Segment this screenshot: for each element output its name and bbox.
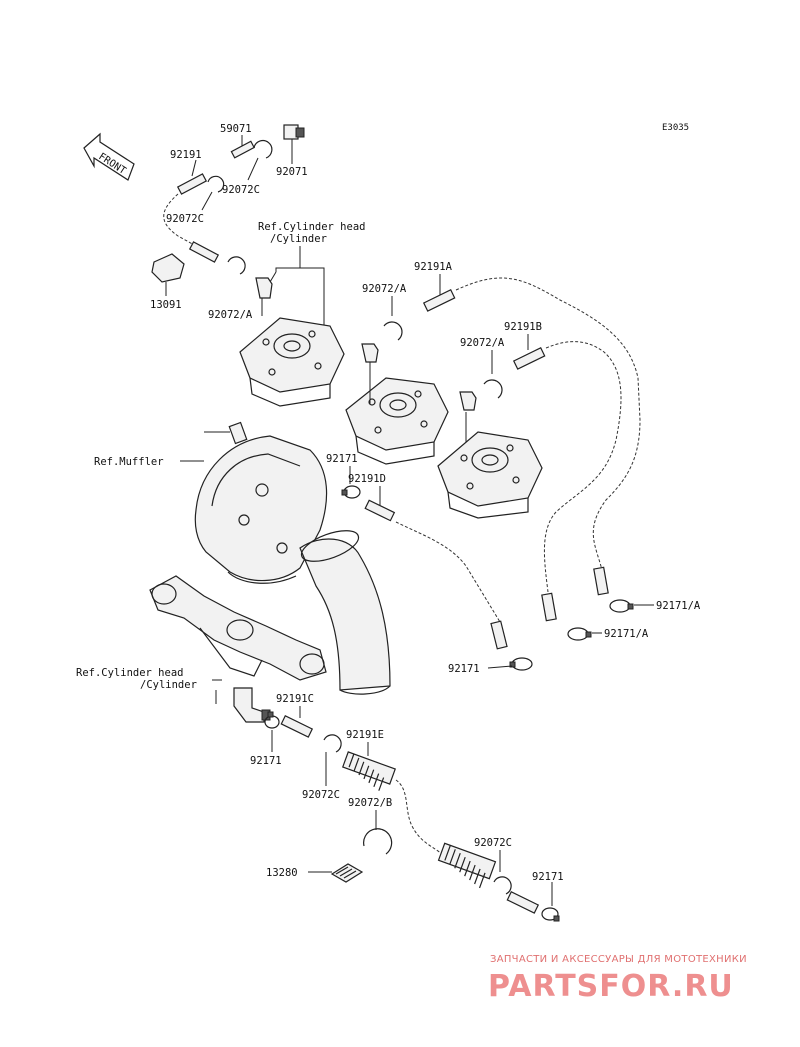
clamp-92171-mid-icon <box>341 485 361 499</box>
clip-92072b-icon <box>363 828 393 855</box>
hose-92191b-icon <box>512 347 546 370</box>
clamp-92171a-1-icon <box>609 599 634 613</box>
clip-92072a-3-icon <box>483 379 503 399</box>
clamp-92171-hose-icon <box>509 657 533 671</box>
bolt-59071-icon <box>230 135 255 159</box>
hose-92191e-icon <box>342 751 396 791</box>
hose-92191-top-icon <box>176 159 208 195</box>
clip-92072c-icon <box>247 140 273 181</box>
front-label: FRONT <box>96 151 127 177</box>
watermark-subtitle: ЗАПЧАСТИ И АКСЕССУАРЫ ДЛЯ МОТОТЕХНИКИ <box>490 954 747 965</box>
part-label-92171a-2: 92171/A <box>604 628 649 640</box>
ref-cyl-head-top-line1: Ref.Cylinder head <box>258 221 365 233</box>
cylinder-head-2-icon <box>345 362 449 465</box>
clip-ring-icon <box>227 256 246 275</box>
part-label-92072a-3: 92072/A <box>460 337 505 349</box>
part-label-92072c-d: 92072C <box>474 837 512 849</box>
clamp-92171-bottom-icon <box>264 711 280 729</box>
hose-small-end-icon <box>506 891 540 914</box>
elbow-fitting-icon <box>233 687 271 723</box>
part-label-92191a: 92191A <box>414 261 453 273</box>
part-label-92171a-1: 92171/A <box>656 600 701 612</box>
hose-end-a-icon <box>593 566 609 596</box>
part-label-92191c: 92191C <box>276 693 314 705</box>
clip-small-icon <box>201 175 225 211</box>
clip-92072c-d-icon <box>493 876 512 895</box>
fitting-92072a-1-icon <box>255 277 273 316</box>
cylinder-head-3-icon <box>437 431 543 519</box>
part-label-92191-top: 92191 <box>170 149 202 161</box>
part-label-92072b: 92072/B <box>348 797 392 809</box>
part-label-92072c-c: 92072C <box>302 789 340 801</box>
part-label-92191b: 92191B <box>504 321 542 333</box>
part-label-92171-last: 92171 <box>532 871 564 883</box>
ref-muffler: Ref.Muffler <box>94 456 164 468</box>
part-label-59071: 59071 <box>220 123 252 135</box>
cylinder-head-1-icon <box>239 317 345 407</box>
part-label-13091: 13091 <box>150 299 182 311</box>
hose-corrugated-icon <box>437 842 497 889</box>
hose-92191d-icon <box>364 499 396 522</box>
hose-92191c-icon <box>280 715 314 738</box>
part-label-92191e: 92191E <box>346 729 384 741</box>
part-label-92071: 92071 <box>276 166 308 178</box>
hose-end-b-icon <box>541 592 557 622</box>
diagram-code: E3035 <box>662 123 689 133</box>
fitting-92072a-2-icon <box>361 343 379 363</box>
ref-cyl-head-top-line2: /Cylinder <box>270 233 327 245</box>
clamp-92171a-2-icon <box>567 627 592 641</box>
fitting-92071-icon <box>283 124 305 164</box>
part-label-92171-mid: 92171 <box>326 453 358 465</box>
block-13091-icon <box>151 253 185 296</box>
hose-segment-icon <box>188 241 220 263</box>
part-label-92171-bottom: 92171 <box>250 755 282 767</box>
exhaust-pipe-icon <box>299 530 391 695</box>
part-label-92072a-1: 92072/A <box>208 309 253 321</box>
part-label-92171-hose: 92171 <box>448 663 480 675</box>
watermark-brand: PARTSFOR.RU <box>488 969 734 1004</box>
part-label-92191d: 92191D <box>348 473 386 485</box>
muffler-icon <box>194 421 328 584</box>
part-label-92072a-2: 92072/A <box>362 283 407 295</box>
part-13280-icon <box>330 863 364 883</box>
fitting-92072a-3-icon <box>459 391 477 444</box>
clamp-92171-last-icon <box>541 907 560 922</box>
ref-cyl-head-bottom-line2: /Cylinder <box>140 679 197 691</box>
hose-end-d-icon <box>490 620 508 650</box>
front-arrow-icon: FRONT <box>83 132 135 181</box>
exhaust-manifold-icon <box>149 575 327 681</box>
clip-92072a-2-icon <box>383 321 403 341</box>
part-label-92072c-b: 92072C <box>166 213 204 225</box>
hose-92191a-icon <box>422 289 456 312</box>
part-label-13280: 13280 <box>266 867 298 879</box>
part-label-92072c-a: 92072C <box>222 184 260 196</box>
ref-cyl-head-bottom-line1: Ref.Cylinder head <box>76 667 183 679</box>
clip-92072c-c-icon <box>323 734 342 753</box>
